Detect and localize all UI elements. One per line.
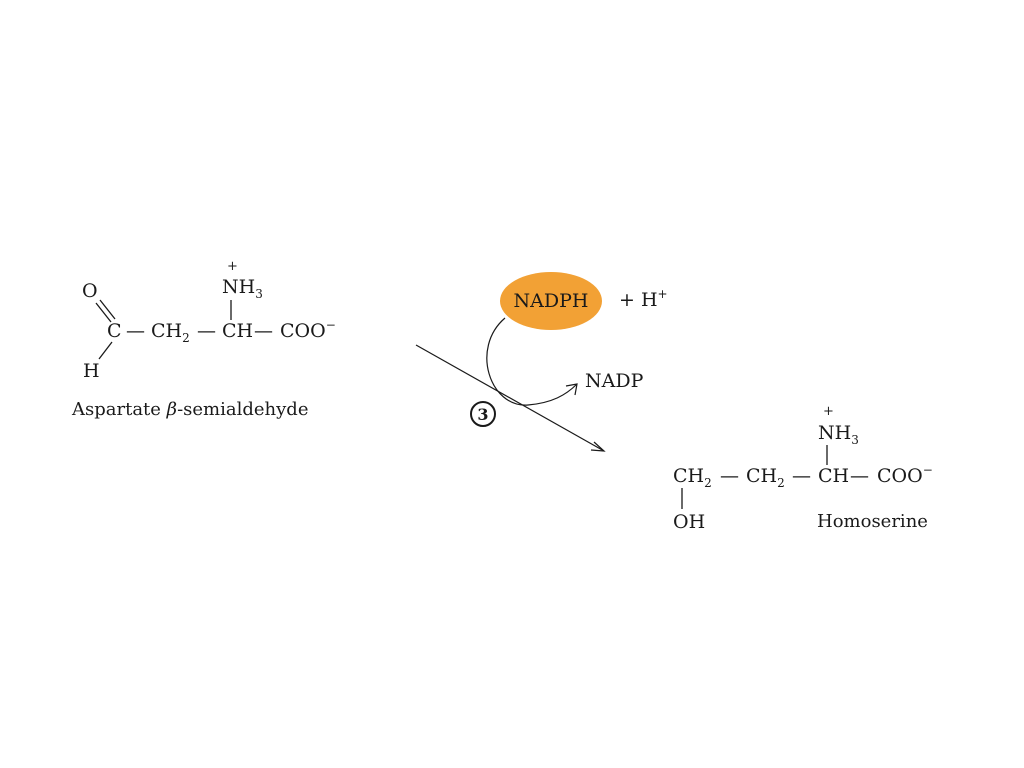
proton-label: + H+	[619, 287, 668, 311]
bond-dash: —	[850, 465, 869, 487]
amino-group: NH3	[222, 276, 263, 301]
carbonyl-oxygen: O	[82, 280, 98, 302]
alpha-carbon: CH	[818, 465, 850, 487]
double-bond-line-1	[95, 302, 112, 323]
main-arrow-head	[590, 441, 606, 452]
methylene-group: CH2	[746, 465, 785, 490]
amino-charge: +	[823, 404, 834, 419]
main-reaction-arrow	[415, 344, 605, 452]
nadp-label: NADP	[585, 370, 644, 392]
alpha-carbon: CH	[222, 320, 254, 342]
bond-dash: —	[126, 320, 145, 342]
carbonyl-carbon: C	[107, 320, 122, 342]
c-h-bond	[98, 341, 113, 360]
methylene-group: CH2	[151, 320, 190, 345]
double-bond-line-2	[99, 299, 116, 320]
carboxylate-group: COO−	[877, 463, 933, 487]
bond-dash: —	[254, 320, 273, 342]
amino-group: NH3	[818, 422, 859, 447]
cofactor-curved-arrow	[486, 317, 578, 406]
aldehyde-hydrogen: H	[83, 360, 100, 382]
nadph-oval: NADPH	[500, 272, 602, 330]
bond-dash: —	[197, 320, 216, 342]
step-number-badge: 3	[470, 401, 496, 427]
bond-dash: —	[720, 465, 739, 487]
carboxylate-group: COO−	[280, 318, 336, 342]
bond-dash: —	[792, 465, 811, 487]
hydroxyl-group: OH	[673, 511, 706, 533]
hydroxymethyl-group: CH2	[673, 465, 712, 490]
cofactor-arrow-head	[565, 383, 578, 396]
amino-charge: +	[227, 259, 238, 274]
product-name: Homoserine	[817, 511, 928, 532]
substrate-name: Aspartate β-semialdehyde	[72, 399, 309, 420]
